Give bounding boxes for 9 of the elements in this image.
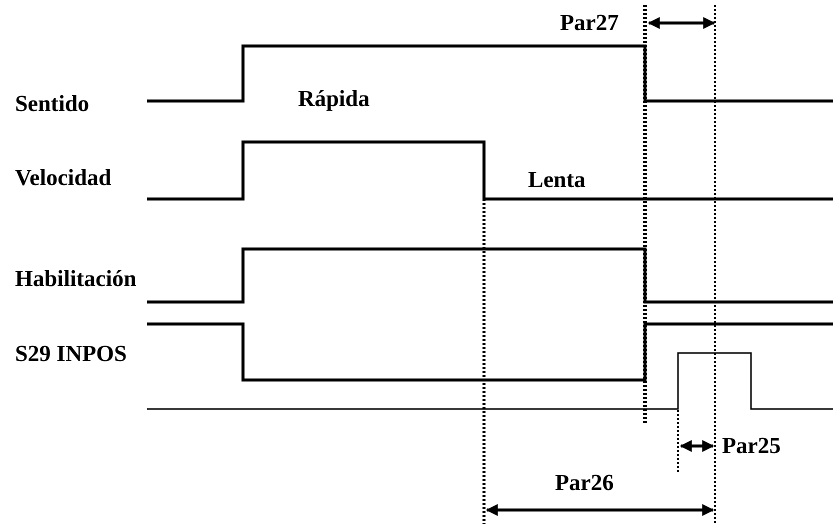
parameter-label: Par25 (722, 433, 781, 459)
parameter-label: Par26 (555, 470, 614, 496)
parameter-label: Par27 (560, 10, 619, 36)
parameter-label: Rápida (298, 86, 370, 112)
signal-label: Habilitación (15, 266, 136, 292)
signal-label: Sentido (15, 91, 90, 117)
parameter-label: Lenta (528, 167, 586, 193)
signal-label: Velocidad (15, 165, 112, 191)
signal-label: S29 INPOS (15, 341, 127, 367)
